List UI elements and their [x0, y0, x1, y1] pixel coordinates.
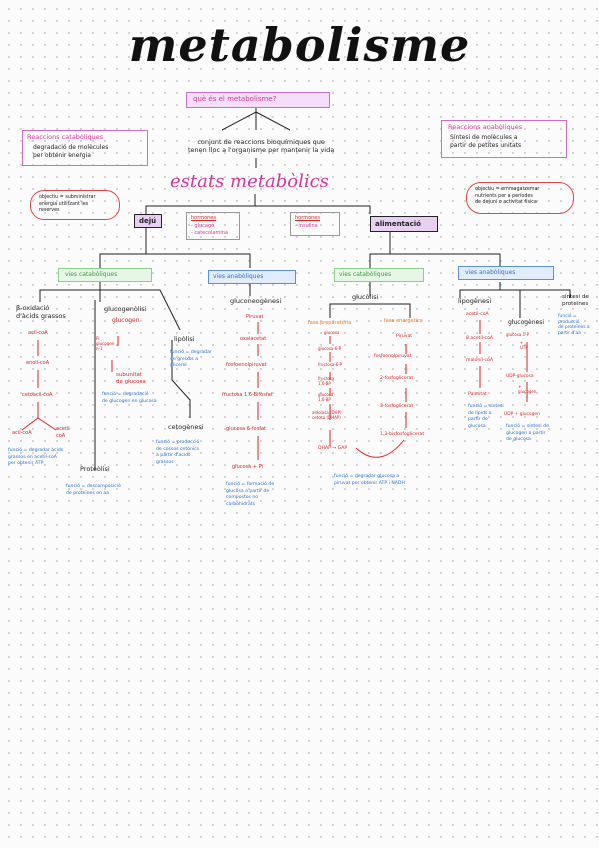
- prep-step-5: glucosa 1,6-BP: [318, 392, 334, 402]
- fed-objective-text: objectiu = emmagatzemar nutrients per a …: [475, 187, 540, 205]
- lipogenesis-step-2: 8 acetil-coA: [466, 336, 494, 341]
- lipogenesis-function: funció = síntesi de lípids a partir de g…: [468, 404, 504, 429]
- fasting-hormones-list: - glucagó - catecolamina: [191, 223, 228, 236]
- energy-step-3: 2-fosfoglicerat: [380, 376, 414, 381]
- lipogenesis-step-4: Palmitat: [468, 392, 487, 397]
- energy-step-4: 3-fosfoglicerat: [380, 404, 414, 409]
- glycogenolysis-side: Pi glucogen n-1: [96, 336, 115, 351]
- proteolysis-title: Proteòlisi: [80, 465, 110, 473]
- fed-anabolic-box: vies anabòliques: [458, 266, 554, 280]
- fasting-hormones-box: hormones - glucagó - catecolamina: [186, 212, 240, 240]
- gng-step-3: fosfoenolpiruvat: [226, 362, 267, 368]
- glycogenolysis-function: funció = degradació de glucogen en gluco…: [102, 392, 157, 404]
- page-title: metabolisme: [128, 18, 471, 72]
- glycogenesis-step-2: + UTP: [520, 340, 528, 350]
- glycolysis-title: glucòlisi: [352, 293, 379, 301]
- protein-synthesis-title: síntesi de proteïnes: [562, 294, 589, 307]
- fed-anabolic-label: vies anabòliques: [465, 269, 516, 276]
- catabolic-reactions-box: Reaccions catabòliques degradació de mol…: [22, 130, 148, 166]
- ketogenesis-title: cetogènesi: [168, 423, 204, 431]
- glycogenolysis-substrate: glucogen: [112, 317, 140, 324]
- fasting-label: dejú: [139, 217, 157, 225]
- fed-hormones-box: hormones - insulina: [290, 212, 340, 236]
- fed-hormones-list: - insulina: [295, 223, 318, 229]
- beta-ox-function: funció = degradar àcids grassos en aceti…: [8, 448, 64, 466]
- energy-step-1: Piruvat: [396, 334, 413, 339]
- fasting-catabolic-box: vies catabòliques: [58, 268, 152, 282]
- energy-step-5: 1,3-bisfosfoglicerat: [380, 432, 425, 437]
- gng-step-2: oxalacetat: [240, 336, 267, 342]
- prep-step-6: aldolasa (DHP) cetosa (DHAP): [312, 410, 342, 420]
- beta-ox-step-5: acetil coA: [56, 426, 70, 439]
- prep-phase-label: fase preparatòria: [308, 320, 352, 326]
- fed-label: alimentació: [375, 220, 421, 228]
- fasting-objective-text: objectiu = subministrar energia utilitza…: [39, 195, 96, 213]
- fed-catabolic-box: vies catabòliques: [334, 268, 424, 282]
- gng-step-6: glucosa + Pi: [232, 464, 263, 470]
- beta-ox-step-4: acil-coA: [12, 430, 32, 436]
- prep-step-4: fructosa 1,6-BP: [318, 376, 335, 386]
- fasting-objective-note: objectiu = subministrar energia utilitza…: [30, 190, 120, 220]
- gng-step-1: Piruvat: [246, 314, 264, 320]
- lipogenesis-step-1: acetil-coA: [466, 312, 489, 317]
- fasting-catabolic-label: vies catabòliques: [65, 271, 118, 278]
- metabolic-states-title: estats metabòlics: [170, 171, 329, 192]
- fasting-anabolic-box: vies anabòliques: [208, 270, 296, 284]
- lipogenesis-title: lipogènesi: [458, 297, 492, 305]
- glycogenesis-step-1: glucosa 1-P: [506, 332, 530, 337]
- protein-synthesis-function: funció = producció de proteïnes a partir…: [558, 314, 590, 336]
- fed-objective-note: objectiu = emmagatzemar nutrients per a …: [466, 182, 574, 214]
- lipogenesis-step-3: malonil-coA: [466, 358, 493, 363]
- gng-step-4: fructosa 1,6-Bifosfat: [222, 392, 273, 398]
- lipolysis-title: lipòlisi: [174, 335, 195, 343]
- prep-step-2: glucosa-6-P: [318, 346, 342, 351]
- ketogenesis-function: funció = producció de cossos cetònics a …: [156, 440, 200, 465]
- fed-state-box: alimentació: [370, 216, 438, 232]
- glycogenesis-step-4: + glucogen: [518, 384, 537, 394]
- anabolic-reactions-box: Reaccions anabòliques Síntesi de molècul…: [441, 120, 567, 158]
- anabolic-reactions-desc: Síntesi de molècules a partir de petites…: [450, 134, 522, 149]
- question-text: què és el metabolisme?: [193, 95, 277, 103]
- gluconeogenesis-function: funció = formació de glucosa a partir de…: [226, 482, 275, 507]
- beta-ox-step-3: cetoacil-coA: [22, 392, 53, 398]
- glycogenesis-function: funció = síntesi de glucogen a partir de…: [506, 424, 549, 442]
- glycogenesis-step-3: UDP-glucosa: [506, 374, 534, 379]
- anabolic-reactions-title: Reaccions anabòliques: [448, 123, 523, 131]
- gng-step-5: glucosa 6-fosfat: [226, 426, 266, 432]
- glycogenolysis-title: glucogenòlisi: [104, 305, 147, 313]
- fasting-hormones-title: hormones: [191, 215, 216, 221]
- prep-step-3: fructosa-6-P: [318, 362, 343, 367]
- definition-text: conjunt de reaccions bioquímiques que te…: [188, 138, 335, 154]
- lipolysis-function: funció = degradar de greixos a glicerol: [170, 350, 212, 368]
- prep-step-7: DHAP → GAP: [318, 446, 348, 451]
- question-box: què és el metabolisme?: [186, 92, 330, 108]
- glycogenesis-title: glucogènesi: [508, 319, 545, 326]
- glycogenolysis-product: subunitat de glucosa: [116, 372, 146, 385]
- fasting-state-box: dejú: [134, 214, 162, 228]
- catabolic-reactions-desc: degradació de molècules per obtenir ener…: [33, 144, 109, 159]
- fed-hormones-title: hormones: [295, 215, 320, 221]
- beta-ox-step-1: acil-coA: [28, 330, 48, 336]
- prep-step-1: glucosa: [324, 330, 340, 335]
- beta-oxidation-title: β-oxidació d'àcids grassos: [16, 304, 66, 320]
- proteolysis-function: funció = descomposició de proteïnes en a…: [66, 484, 121, 496]
- glycolysis-function: funció = degradar glucosa a piruvat per …: [334, 474, 405, 486]
- glycogenesis-step-5: UDP + glucogen: [504, 412, 540, 417]
- fasting-anabolic-label: vies anabòliques: [213, 273, 264, 280]
- energy-step-2: fosfoenolpiruvat: [374, 354, 412, 359]
- gluconeogenesis-title: gluconeogènesi: [230, 297, 282, 305]
- catabolic-reactions-title: Reaccions catabòliques: [27, 133, 104, 141]
- beta-ox-step-2: enoil-coA: [26, 360, 50, 366]
- fed-catabolic-label: vies catabòliques: [339, 271, 392, 278]
- energy-phase-label: fase energètica: [384, 318, 423, 324]
